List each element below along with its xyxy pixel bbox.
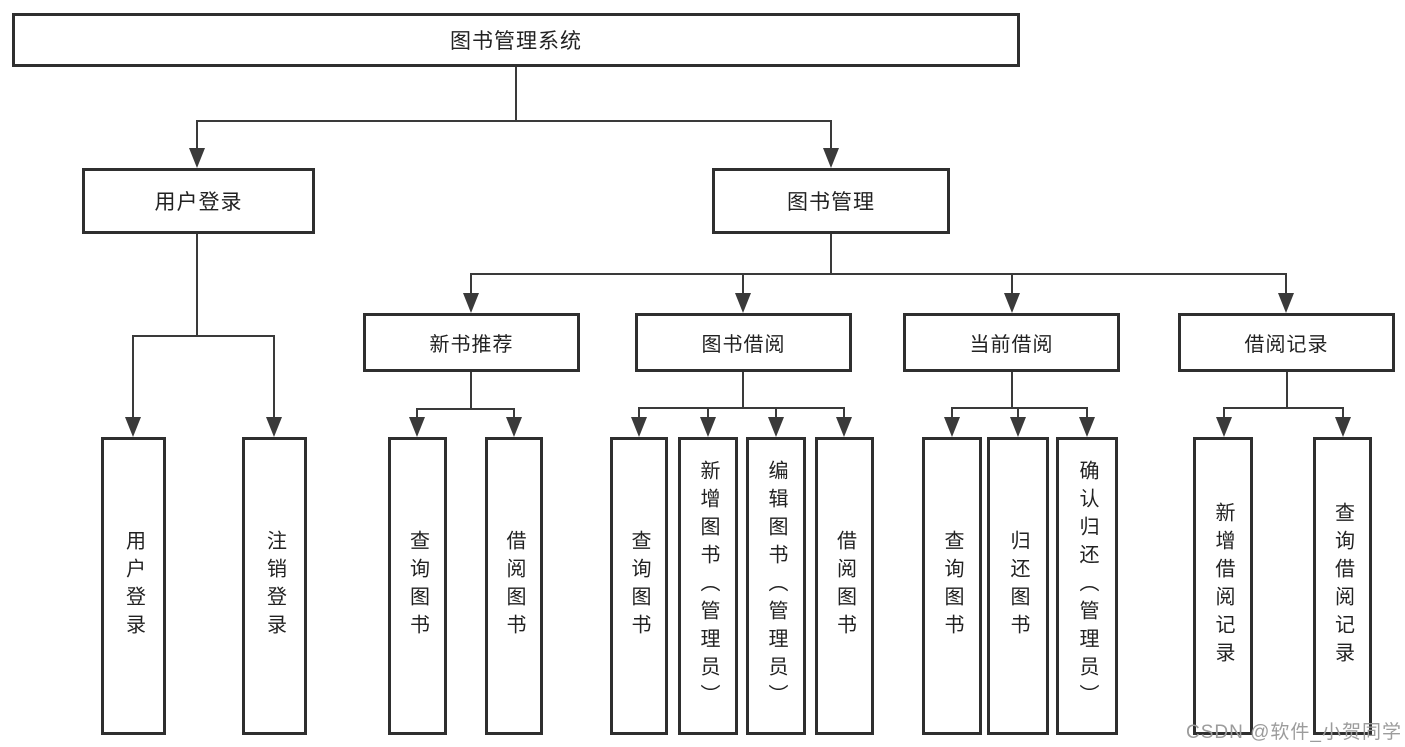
node-label: 新增借阅记录 [1212,502,1234,670]
node-borrow-records: 借阅记录 [1178,313,1395,372]
leaf-edit-books-admin: 编辑图书（管理员） [746,437,806,735]
leaf-return-books: 归还图书 [987,437,1049,735]
connector-line [470,372,472,409]
connector-line [951,407,1088,409]
arrow-down-icon [409,417,425,437]
connector-line [132,335,275,337]
connector-line [638,407,640,419]
connector-line [1011,273,1013,295]
connector-line [470,273,472,295]
node-label: 图书管理系统 [450,30,582,53]
connector-line [775,407,777,419]
connector-line [830,234,832,274]
connector-line [830,120,832,150]
node-label: 编辑图书（管理员） [765,460,787,712]
leaf-confirm-return-admin: 确认归还（管理员） [1056,437,1118,735]
connector-line [416,408,418,419]
leaf-query-books-current: 查询图书 [922,437,982,735]
node-label: 新书推荐 [429,334,514,356]
arrow-down-icon [735,293,751,313]
connector-line [707,407,709,419]
connector-line [273,335,275,419]
leaf-borrow-books-recommend: 借阅图书 [485,437,543,735]
node-label: 查询图书 [628,530,650,642]
connector-line [742,273,744,295]
node-label: 当前借阅 [969,334,1054,356]
node-label: 用户登录 [154,191,243,214]
node-book-management: 图书管理 [712,168,950,234]
connector-line [843,407,845,419]
connector-line [951,407,953,419]
leaf-logout: 注销登录 [242,437,307,735]
arrow-down-icon [1079,417,1095,437]
connector-line [196,120,832,122]
connector-line [1285,273,1287,295]
leaf-user-login: 用户登录 [101,437,166,735]
node-library-system: 图书管理系统 [12,13,1020,67]
arrow-down-icon [836,417,852,437]
arrow-down-icon [1278,293,1294,313]
leaf-add-borrow-record: 新增借阅记录 [1193,437,1253,735]
connector-line [196,120,198,150]
connector-line [1223,407,1225,419]
node-label: 借阅记录 [1244,334,1329,356]
node-label: 借阅图书 [833,530,856,642]
arrow-down-icon [1335,417,1351,437]
node-label: 注销登录 [263,530,286,642]
connector-line [1086,407,1088,419]
leaf-query-books-borrow: 查询图书 [610,437,668,735]
node-new-book-recommend: 新书推荐 [363,313,580,372]
connector-line [513,408,515,419]
connector-line [196,234,198,336]
arrow-down-icon [266,417,282,437]
node-label: 新增图书（管理员） [697,460,719,712]
leaf-borrow-books: 借阅图书 [815,437,874,735]
node-label: 查询图书 [941,530,963,642]
arrow-down-icon [189,148,205,168]
arrow-down-icon [463,293,479,313]
connector-line [742,372,744,408]
connector-line [1017,407,1019,419]
node-label: 查询图书 [406,530,429,642]
connector-line [638,407,845,409]
arrow-down-icon [631,417,647,437]
arrow-down-icon [506,417,522,437]
connector-line [1223,407,1344,409]
connector-line [470,273,1287,275]
node-user-login: 用户登录 [82,168,315,234]
node-label: 确认归还（管理员） [1076,460,1098,712]
watermark: CSDN @软件_小贺同学 [1186,722,1402,743]
node-label: 图书管理 [787,191,875,214]
node-label: 归还图书 [1007,530,1029,642]
connector-line [1342,407,1344,419]
node-label: 借阅图书 [503,530,525,642]
connector-line [515,67,517,121]
node-label: 图书借阅 [701,334,786,356]
connector-line [1286,372,1288,408]
node-book-borrow: 图书借阅 [635,313,852,372]
arrow-down-icon [944,417,960,437]
arrow-down-icon [1004,293,1020,313]
leaf-query-books-recommend: 查询图书 [388,437,447,735]
node-label: 用户登录 [122,530,145,642]
arrow-down-icon [125,417,141,437]
node-current-borrow: 当前借阅 [903,313,1120,372]
leaf-query-borrow-record: 查询借阅记录 [1313,437,1372,735]
arrow-down-icon [1216,417,1232,437]
node-label: 查询借阅记录 [1331,502,1354,670]
connector-line [416,408,515,410]
arrow-down-icon [700,417,716,437]
arrow-down-icon [823,148,839,168]
connector-line [1011,372,1013,408]
leaf-add-books-admin: 新增图书（管理员） [678,437,738,735]
arrow-down-icon [768,417,784,437]
arrow-down-icon [1010,417,1026,437]
connector-line [132,335,134,419]
